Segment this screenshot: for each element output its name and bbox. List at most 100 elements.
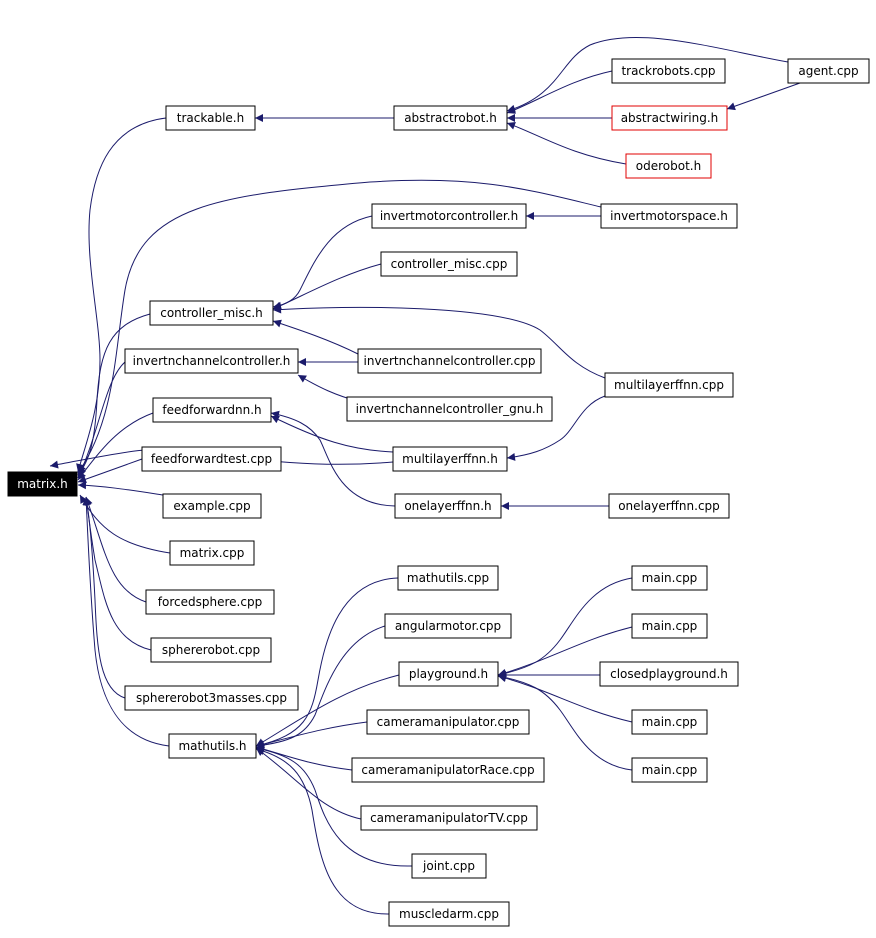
node-feedforwardtest-cpp[interactable]: feedforwardtest.cpp bbox=[141, 446, 282, 472]
node-label: matrix.cpp bbox=[180, 546, 245, 560]
node-invertnchannelcontroller-cpp[interactable]: invertnchannelcontroller.cpp bbox=[357, 348, 542, 374]
edge-onelayerffnnh-feedforwardnn bbox=[270, 410, 396, 507]
node-label: invertnchannelcontroller.cpp bbox=[364, 354, 536, 368]
node-invertmotorspace-h[interactable]: invertmotorspace.h bbox=[600, 203, 738, 229]
edge-invertmotorspace-matrix bbox=[77, 179, 602, 474]
edge-playground-mathutilsh bbox=[255, 674, 400, 747]
graph-nodes: matrix.h trackable.h abstractrobot.h tra… bbox=[7, 58, 870, 927]
node-label: matrix.h bbox=[17, 477, 68, 491]
node-label: invertnchannelcontroller.h bbox=[133, 354, 291, 368]
edge-muscledarm-mathutilsh bbox=[255, 747, 390, 915]
node-matrix-cpp[interactable]: matrix.cpp bbox=[169, 540, 255, 566]
node-sphererobot3masses-cpp[interactable]: sphererobot3masses.cpp bbox=[124, 685, 299, 711]
node-oderobot-h[interactable]: oderobot.h bbox=[625, 153, 712, 179]
edge-example-matrix bbox=[77, 481, 164, 496]
node-label: mathutils.cpp bbox=[407, 571, 489, 585]
node-trackable-h[interactable]: trackable.h bbox=[165, 105, 256, 131]
node-label: main.cpp bbox=[642, 619, 698, 633]
node-feedforwardnn-h[interactable]: feedforwardnn.h bbox=[152, 397, 272, 423]
node-main-cpp-1[interactable]: main.cpp bbox=[631, 565, 708, 591]
node-onelayerffnn-h[interactable]: onelayerffnn.h bbox=[394, 493, 502, 519]
edge-feedforwardnn-matrix bbox=[77, 412, 154, 481]
node-invertnchannelcontroller-gnu-h[interactable]: invertnchannelcontroller_gnu.h bbox=[346, 396, 553, 422]
node-angularmotor-cpp[interactable]: angularmotor.cpp bbox=[384, 613, 512, 639]
node-sphererobot-cpp[interactable]: sphererobot.cpp bbox=[150, 637, 272, 663]
node-label: controller_misc.cpp bbox=[391, 257, 508, 271]
node-label: angularmotor.cpp bbox=[395, 619, 501, 633]
node-main-cpp-3[interactable]: main.cpp bbox=[631, 709, 708, 735]
node-label: main.cpp bbox=[642, 715, 698, 729]
node-multilayerffnn-cpp[interactable]: multilayerffnn.cpp bbox=[604, 372, 734, 398]
node-label: cameramanipulatorTV.cpp bbox=[370, 811, 528, 825]
graph-edges bbox=[49, 37, 801, 915]
edge-controllermisccpp-controllermisc bbox=[272, 263, 382, 310]
edge-sphererobot-matrix bbox=[83, 496, 152, 651]
edge-joint-mathutilsh bbox=[255, 745, 413, 867]
node-label: example.cpp bbox=[173, 499, 250, 513]
node-agent-cpp[interactable]: agent.cpp bbox=[787, 58, 870, 84]
edge-sphererobot3masses-matrix bbox=[83, 496, 126, 699]
edge-cameramanipulator-mathutilsh bbox=[255, 721, 368, 749]
node-muscledarm-cpp[interactable]: muscledarm.cpp bbox=[388, 901, 510, 927]
edge-mathutilscpp-mathutilsh bbox=[255, 577, 399, 749]
node-forcedsphere-cpp[interactable]: forcedsphere.cpp bbox=[145, 589, 275, 615]
edge-matrixcpp-matrix bbox=[79, 494, 171, 554]
node-matrix-h[interactable]: matrix.h bbox=[7, 471, 78, 497]
edge-feedforwardtest-matrix bbox=[77, 458, 143, 484]
node-example-cpp[interactable]: example.cpp bbox=[162, 493, 262, 519]
edge-invertmotorcontroller-controllermisc bbox=[272, 215, 373, 310]
node-label: muscledarm.cpp bbox=[399, 907, 499, 921]
node-cameramanipulatortv-cpp[interactable]: cameramanipulatorTV.cpp bbox=[360, 805, 538, 831]
edge-invertnchannelcpp-controllermisc bbox=[272, 319, 359, 355]
node-main-cpp-4[interactable]: main.cpp bbox=[631, 757, 708, 783]
node-trackrobots-cpp[interactable]: trackrobots.cpp bbox=[611, 58, 726, 84]
edge-oderobot-abstractrobot bbox=[506, 121, 627, 165]
node-label: invertmotorcontroller.h bbox=[380, 209, 518, 223]
node-label: onelayerffnn.cpp bbox=[618, 499, 720, 513]
node-closedplayground-h[interactable]: closedplayground.h bbox=[599, 661, 739, 687]
node-controller-misc-cpp[interactable]: controller_misc.cpp bbox=[380, 251, 518, 277]
node-cameramanipulatorrace-cpp[interactable]: cameramanipulatorRace.cpp bbox=[351, 757, 545, 783]
edge-multilayerffnnh-feedforwardnn bbox=[270, 415, 394, 453]
edge-main3-playground bbox=[497, 674, 633, 723]
edge-cameramanipulatortv-mathutilsh bbox=[255, 747, 362, 820]
node-label: onelayerffnn.h bbox=[404, 499, 491, 513]
node-label: abstractwiring.h bbox=[621, 111, 719, 125]
node-label: mathutils.h bbox=[178, 739, 246, 753]
edge-multilayerffnncpp-multilayerffnnh bbox=[506, 395, 606, 461]
edge-agent-abstractrobot bbox=[506, 37, 789, 113]
node-label: invertmotorspace.h bbox=[610, 209, 728, 223]
node-label: main.cpp bbox=[642, 763, 698, 777]
node-mathutils-h[interactable]: mathutils.h bbox=[168, 733, 257, 759]
node-abstractrobot-h[interactable]: abstractrobot.h bbox=[393, 105, 508, 131]
node-cameramanipulator-cpp[interactable]: cameramanipulator.cpp bbox=[366, 709, 530, 735]
node-label: joint.cpp bbox=[422, 859, 475, 873]
node-label: sphererobot.cpp bbox=[162, 643, 260, 657]
edge-mathutilsh-matrix bbox=[82, 496, 170, 747]
edge-angularmotor-mathutilsh bbox=[255, 625, 386, 750]
node-main-cpp-2[interactable]: main.cpp bbox=[631, 613, 708, 639]
node-label: main.cpp bbox=[642, 571, 698, 585]
node-label: cameramanipulatorRace.cpp bbox=[361, 763, 534, 777]
node-mathutils-cpp[interactable]: mathutils.cpp bbox=[397, 565, 499, 591]
edge-main2-playground bbox=[497, 626, 633, 677]
edge-invertnchannelh-matrix bbox=[77, 361, 126, 479]
node-invertmotorcontroller-h[interactable]: invertmotorcontroller.h bbox=[371, 203, 527, 229]
node-label: feedforwardtest.cpp bbox=[151, 452, 272, 466]
node-multilayerffnn-h[interactable]: multilayerffnn.h bbox=[392, 446, 508, 472]
node-label: agent.cpp bbox=[798, 64, 858, 78]
node-invertnchannelcontroller-h[interactable]: invertnchannelcontroller.h bbox=[124, 348, 299, 374]
node-onelayerffnn-cpp[interactable]: onelayerffnn.cpp bbox=[608, 493, 730, 519]
node-label: cameramanipulator.cpp bbox=[377, 715, 520, 729]
node-label: oderobot.h bbox=[636, 159, 701, 173]
node-abstractwiring-h[interactable]: abstractwiring.h bbox=[611, 105, 728, 131]
node-label: controller_misc.h bbox=[160, 306, 263, 320]
node-playground-h[interactable]: playground.h bbox=[398, 661, 499, 687]
node-label: invertnchannelcontroller_gnu.h bbox=[356, 402, 544, 416]
node-joint-cpp[interactable]: joint.cpp bbox=[411, 853, 487, 879]
node-controller-misc-h[interactable]: controller_misc.h bbox=[149, 300, 274, 326]
edge-controllermisc-matrix bbox=[77, 313, 151, 476]
node-label: trackable.h bbox=[177, 111, 244, 125]
node-label: sphererobot3masses.cpp bbox=[136, 691, 287, 705]
